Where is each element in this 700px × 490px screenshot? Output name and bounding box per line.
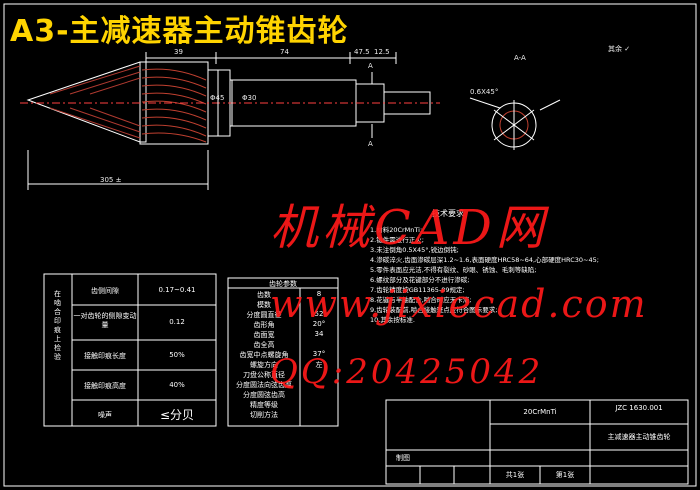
inspection-table-grid: [43, 273, 217, 427]
section-view: [469, 97, 561, 150]
gear-param-value: 37°: [312, 350, 326, 358]
section-label: A-A: [514, 54, 526, 62]
inspection-row-name: 一对齿轮的侧隙变动量: [73, 312, 137, 329]
watermark-line-2: www.jixiecad.com: [270, 282, 648, 326]
gear-param-name: 分度圆直径: [246, 311, 282, 319]
gear-param-name: 分度圆法向弦齿厚: [236, 381, 292, 389]
requirement-line: 8.花键与半轴配合,啮合时应无卡滞;: [370, 296, 472, 304]
title-block-part-name: 主减速器主动锥齿轮: [607, 433, 671, 441]
gear-param-name: 螺旋方向: [250, 361, 278, 369]
title-block-sheets: 共1张: [505, 471, 525, 479]
drawing-title: A3-主减速器主动锥齿轮: [10, 14, 349, 49]
requirements-heading: 技术要求: [432, 209, 464, 218]
gear-param-name: 齿全高: [253, 341, 275, 349]
requirement-line: 3.未注倒角0.5X45°,锐边倒钝;: [370, 246, 459, 254]
gear-param-name: 分度圆弦齿高: [243, 391, 285, 399]
roughness-note: 其余 ✓: [608, 45, 631, 53]
gear-param-name: 切削方法: [250, 411, 278, 419]
gear-param-value: 52: [314, 310, 324, 318]
inspection-row-value: ≤分贝: [159, 408, 195, 422]
gear-param-value: 34: [314, 330, 324, 338]
gear-param-name: 齿数: [257, 291, 271, 299]
dim-phi-1: Φ30: [242, 94, 257, 102]
requirement-line: 10.其余按标准.: [370, 316, 415, 324]
dim-phi-2: Φ45: [210, 94, 225, 102]
gear-param-name: 齿面宽: [253, 331, 275, 339]
dim-top-2: 74: [280, 48, 289, 56]
inspection-side-label: 在啮合印痕上检验: [54, 290, 61, 361]
inspection-row-value: 40%: [169, 381, 185, 389]
watermark-line-1: 机械CAD网: [270, 200, 548, 256]
title-block-code: JZC 1630.001: [615, 404, 663, 412]
requirement-line: 1.材料20CrMnTi;: [370, 226, 423, 234]
gear-param-name: 精度等级: [250, 401, 278, 409]
title-block-sheet-no: 第1张: [555, 471, 575, 479]
gear-param-name: 齿形角: [253, 321, 275, 329]
dim-top-4: 12.5: [374, 48, 390, 56]
inspection-row-value: 0.12: [169, 318, 185, 326]
gear-param-name: 齿宽中点螺旋角: [239, 351, 289, 359]
section-mark-bottom: A: [368, 140, 373, 148]
inspection-row-name: 噪声: [98, 411, 112, 419]
inspection-row-value: 50%: [169, 351, 185, 359]
inspection-row-name: 接触印痕长度: [84, 352, 126, 360]
dim-top-1: 39: [174, 48, 183, 56]
gear-table-grid: [227, 277, 339, 427]
main-view: [20, 52, 440, 190]
chamfer-note: 0.6X45°: [470, 88, 499, 96]
gear-param-value: 20°: [312, 320, 326, 328]
inspection-row-name: 齿侧间隙: [91, 287, 119, 295]
gear-param-name: 模数: [257, 301, 271, 309]
gear-table-header: 齿轮参数: [269, 280, 297, 288]
gear-param-value: 左: [315, 361, 323, 369]
requirement-line: 4.渗碳淬火,齿面渗碳层深1.2~1.6,表面硬度HRC58~64,心部硬度HR…: [370, 256, 599, 264]
title-block-material: 20CrMnTi: [523, 408, 557, 416]
inspection-row-value: 0.17~0.41: [158, 286, 196, 294]
title-block-grid: [385, 399, 689, 485]
requirement-line: 5.零件表面应光洁,不得有裂纹、砂眼、锈蚀、毛刺等缺陷;: [370, 266, 537, 274]
requirement-line: 9.齿轮装配前,啮合接触斑点应符合图示要求;: [370, 306, 498, 314]
requirement-line: 6.螺纹部分及花键部分不进行渗碳;: [370, 276, 470, 284]
gear-param-name: 刀盘公称直径: [243, 371, 285, 379]
section-mark-top: A: [368, 62, 373, 70]
requirement-line: 7.齿轮精度按GB11365-89规定;: [370, 286, 465, 294]
drawing-frame: [3, 3, 697, 487]
requirement-line: 2.锻件需进行正火;: [370, 236, 424, 244]
inspection-row-name: 接触印痕高度: [84, 382, 126, 390]
dim-overall-length: 305 ±: [100, 176, 122, 184]
gear-param-value: 8: [316, 290, 322, 298]
dim-top-3: 47.5: [354, 48, 370, 56]
watermark-line-3: QQ:20425042: [270, 352, 544, 392]
title-block-drawn: 制图: [396, 454, 410, 462]
